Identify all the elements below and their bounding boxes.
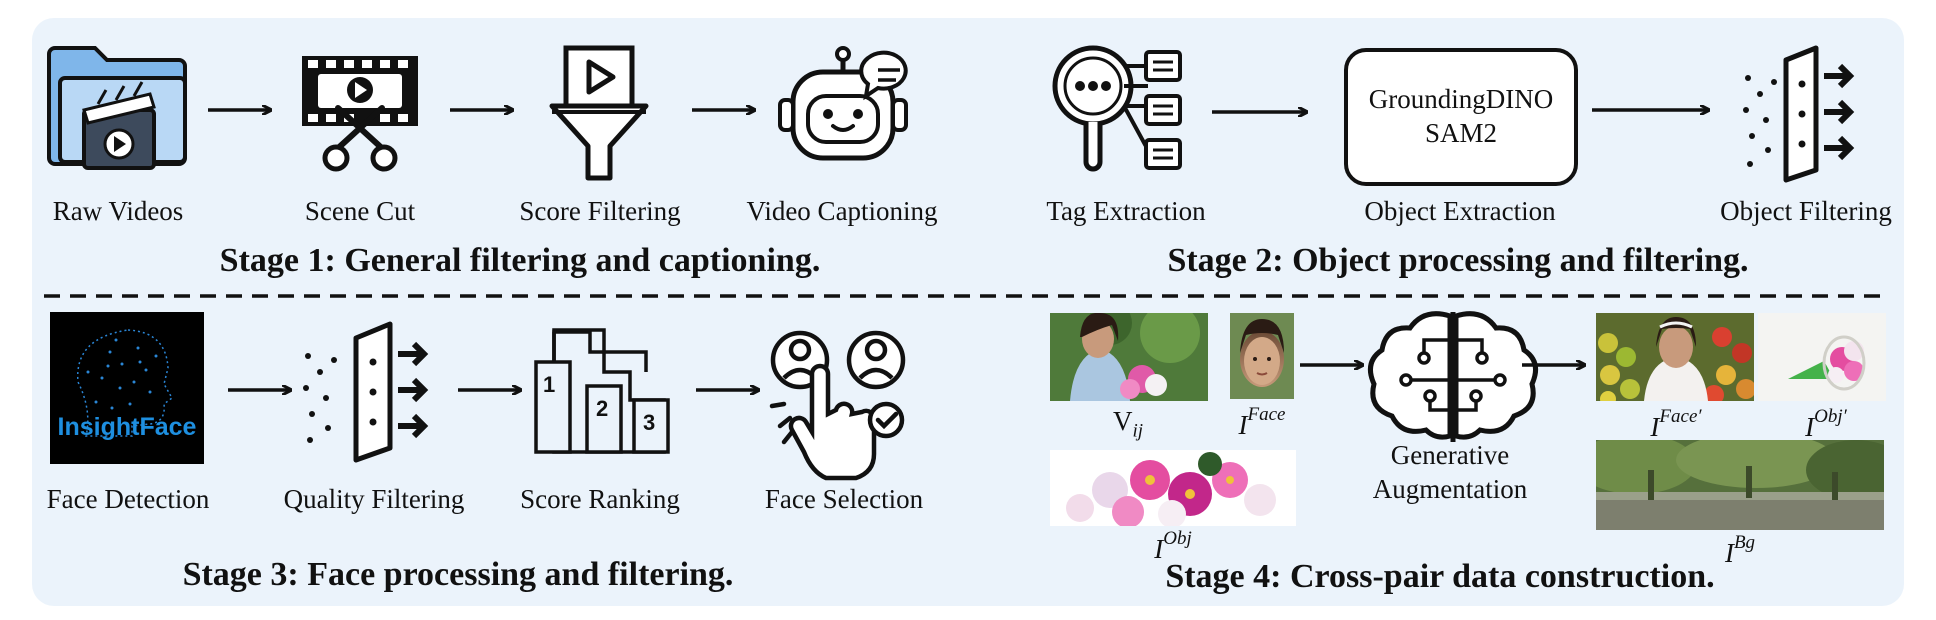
label-i-bg: IBg [1725,532,1755,569]
face-prime-sup: Face′ [1659,406,1702,427]
background-image [1596,440,1884,530]
step-label-object-extraction: Object Extraction [1364,196,1556,226]
step-label-object-filtering: Object Filtering [1720,196,1892,226]
label-v-ij: Vij [1113,406,1143,442]
podium-number-1: 1 [543,372,556,397]
filter-arrows-icon [1743,45,1855,183]
face-sup: Face [1247,404,1286,425]
i-main: I [1238,410,1248,440]
i-main: I [1154,534,1164,564]
generative-label-line1: Generative [1390,440,1510,470]
step-label-video-captioning: Video Captioning [746,196,938,226]
obj-sup: Obj [1163,528,1192,549]
video-frame-image [1050,313,1208,401]
augmented-face-image [1596,313,1754,401]
magnifier-list-icon [1052,45,1182,172]
podium-number-3: 3 [643,410,656,435]
brain-circuit-icon [1367,311,1539,442]
bg-sup: Bg [1733,532,1756,553]
step-label-face-detection: Face Detection [46,484,210,514]
step-label-quality-filtering: Quality Filtering [283,484,465,514]
insightface-logo: InsightFace [50,312,204,464]
stage-3-title: Stage 3: Face processing and filtering. [182,556,734,593]
step-label-scene-cut: Scene Cut [304,196,416,226]
filter-arrows-icon [303,321,429,463]
v-main: V [1112,406,1133,436]
label-i-face-prime: IFace′ [1650,406,1701,443]
label-i-obj-prime: IObj′ [1805,406,1847,443]
generative-label-line2: Augmentation [1372,474,1528,504]
i-main: I [1805,412,1815,442]
label-i-face: IFace [1239,404,1286,441]
i-main: I [1724,538,1734,568]
hand-select-user-icon [769,330,906,481]
object-extraction-box: GroundingDINO SAM2 [1344,48,1578,186]
box-line-groundingdino: GroundingDINO [1368,84,1554,115]
augmented-object-image [1758,313,1886,401]
film-scissors-icon [302,56,418,172]
insightface-logo-text: InsightFace [57,413,197,441]
obj-prime-sup: Obj′ [1814,406,1847,427]
podium-number-2: 2 [596,396,609,421]
i-main: I [1650,412,1660,442]
stage-1-title: Stage 1: General filtering and captionin… [219,242,821,279]
step-label-score-ranking: Score Ranking [520,484,680,514]
folder-video-icon [47,46,187,170]
robot-chat-icon [778,46,908,161]
step-label-face-selection: Face Selection [764,484,924,514]
step-label-raw-videos: Raw Videos [52,196,184,226]
box-line-sam2: SAM2 [1424,118,1498,148]
face-crop-image [1230,313,1294,399]
label-i-obj: IObj [1154,528,1192,565]
podium-icon [534,328,670,454]
funnel-play-icon [549,45,649,181]
object-crop-image [1050,450,1296,526]
step-label-score-filtering: Score Filtering [519,196,681,226]
stage-2-title: Stage 2: Object processing and filtering… [1167,242,1749,279]
head-silhouette-icon [77,329,173,437]
v-sub: ij [1132,420,1144,442]
step-label-tag-extraction: Tag Extraction [1046,196,1206,226]
stage-4-title: Stage 4: Cross-pair data construction. [1165,558,1715,595]
